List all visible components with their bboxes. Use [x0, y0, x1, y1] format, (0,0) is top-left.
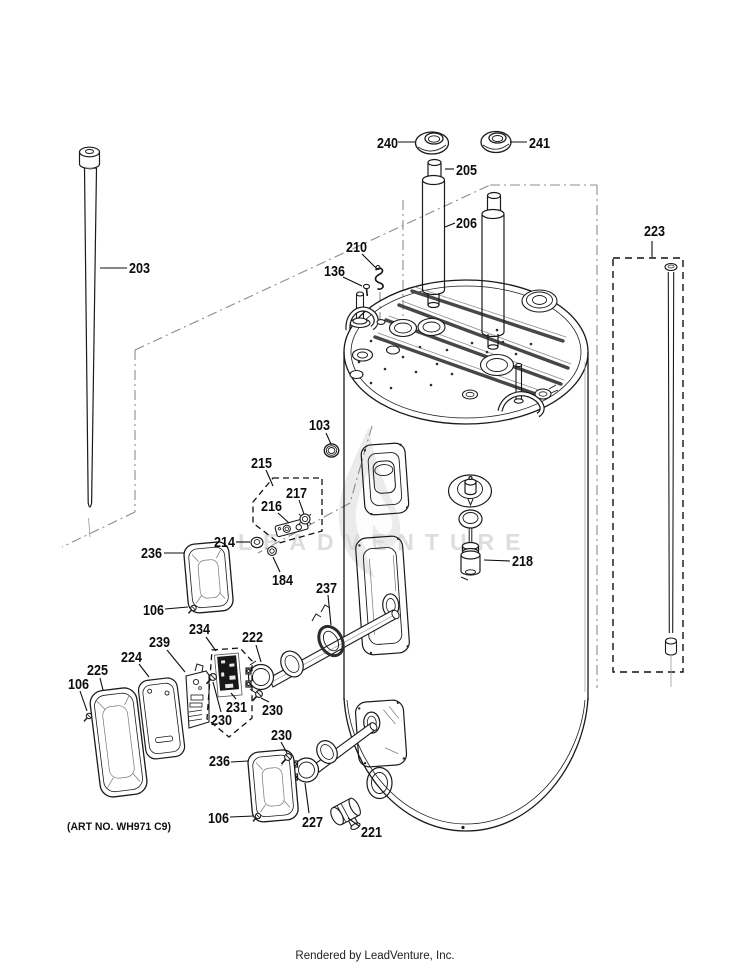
callout-216-11: 216	[261, 498, 283, 515]
outer-cover-225	[89, 687, 148, 798]
tank-top-bolt-holes	[357, 328, 533, 390]
callout-222-18: 222	[242, 629, 264, 646]
callout-223-5: 223	[644, 223, 666, 240]
inner-cover-224	[137, 677, 186, 760]
leader-lines	[79, 141, 653, 827]
drain-valve-221	[330, 797, 361, 831]
screws-230-106	[83, 604, 292, 822]
nut-184	[267, 546, 277, 556]
callout-210-6: 210	[346, 239, 368, 256]
drain-opening	[366, 766, 393, 800]
callout-214-12: 214	[214, 534, 236, 551]
screw-136	[362, 283, 371, 297]
callout-224-20: 224	[121, 649, 143, 666]
callout-239-19: 239	[149, 634, 171, 651]
callout-237-16: 237	[316, 580, 338, 597]
upper-element-assembly	[245, 604, 400, 694]
callout-240-1: 240	[377, 135, 399, 152]
callout-230-23: 230	[211, 712, 233, 729]
drain-valve-assembly-218	[447, 474, 493, 581]
callout-217-10: 217	[286, 485, 308, 502]
element-head-227	[291, 757, 320, 783]
callout-221-30: 221	[361, 824, 383, 841]
watermark-flame-icon	[338, 427, 401, 578]
callout-206-4: 206	[456, 215, 478, 232]
callout-103-8: 103	[309, 417, 331, 434]
grommet-240	[414, 131, 450, 155]
element-head-222	[245, 660, 275, 694]
callout-106-28: 106	[208, 810, 230, 827]
junction-box-215	[252, 477, 323, 544]
bracket-239	[185, 663, 210, 729]
nipple-right	[481, 191, 505, 350]
clip-210	[374, 264, 384, 290]
callout-236-27: 236	[209, 753, 231, 770]
junction-panel-opening	[360, 442, 410, 516]
callout-227-29: 227	[302, 814, 324, 831]
footer-credit: Rendered by LeadVenture, Inc.	[295, 950, 455, 962]
callout-106-15: 106	[143, 602, 165, 619]
cover-plate-236-upper	[183, 541, 234, 614]
callout-106-22: 106	[68, 676, 90, 693]
callout-230-25: 230	[262, 702, 284, 719]
nut-214	[250, 536, 264, 549]
callout-236-13: 236	[141, 545, 163, 562]
cover-plate-236-lower	[247, 749, 299, 823]
callout-241-2: 241	[529, 135, 551, 152]
callout-203-0: 203	[129, 260, 151, 277]
thermostat-box-234	[206, 647, 253, 738]
callout-230-26: 230	[271, 727, 293, 744]
callout-205-3: 205	[456, 162, 478, 179]
callout-231-24: 231	[226, 699, 248, 716]
callout-225-21: 225	[87, 662, 109, 679]
nut-217	[298, 513, 312, 525]
grommet-241	[480, 130, 512, 154]
callout-218-31: 218	[512, 553, 534, 570]
tank-top-fittings	[345, 289, 559, 418]
construction-lines	[61, 184, 598, 688]
nipple-205-206	[421, 158, 446, 309]
nut-103	[323, 443, 340, 458]
callout-136-7: 136	[324, 263, 346, 280]
art-number: (ART NO. WH971 C9)	[67, 821, 171, 833]
thermostat-231	[214, 652, 243, 698]
callout-234-17: 234	[189, 621, 211, 638]
tank-body	[343, 279, 589, 832]
gasket-237	[311, 604, 345, 658]
upper-element-panel-opening	[355, 535, 410, 656]
callout-184-14: 184	[272, 572, 294, 589]
dip-tube-223	[612, 257, 684, 687]
lower-element-assembly	[291, 722, 378, 783]
callout-215-9: 215	[251, 455, 273, 472]
anode-rod-203	[78, 146, 101, 538]
